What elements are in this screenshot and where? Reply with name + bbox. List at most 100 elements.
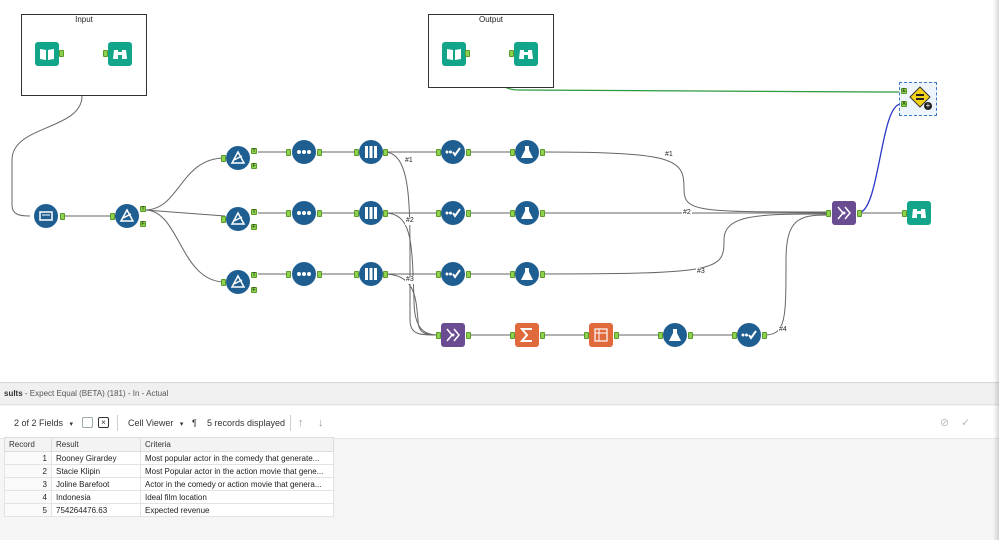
- false-anchor[interactable]: F: [251, 163, 257, 169]
- formula-tool-row-3[interactable]: [515, 262, 539, 286]
- input-anchor[interactable]: [354, 210, 359, 217]
- true-anchor[interactable]: T: [251, 272, 257, 278]
- actual-anchor[interactable]: A: [901, 101, 907, 107]
- input-anchor[interactable]: [584, 332, 589, 339]
- add-icon[interactable]: +: [924, 101, 932, 110]
- fields-dropdown[interactable]: 2 of 2 Fields ▾: [14, 416, 73, 430]
- input-anchor[interactable]: [286, 210, 291, 217]
- input-anchor[interactable]: [221, 155, 226, 162]
- sample-tool-row-2[interactable]: [359, 201, 383, 225]
- result-cell[interactable]: Indonesia: [51, 490, 141, 504]
- input-anchor[interactable]: [658, 332, 663, 339]
- formula-tool-row-1[interactable]: [515, 140, 539, 164]
- true-anchor[interactable]: T: [251, 148, 257, 154]
- input-anchor[interactable]: [286, 271, 291, 278]
- table-row[interactable]: 4 Indonesia Ideal film location: [4, 490, 334, 504]
- output-anchor[interactable]: [383, 271, 388, 278]
- workflow-canvas[interactable]: Input Output T: [0, 0, 999, 382]
- test-tool-row-2[interactable]: [441, 201, 465, 225]
- output-anchor[interactable]: [466, 149, 471, 156]
- output-anchor[interactable]: [762, 332, 767, 339]
- input-anchor[interactable]: [103, 50, 108, 57]
- criteria-cell[interactable]: Ideal film location: [140, 490, 334, 504]
- output-anchor[interactable]: [540, 271, 545, 278]
- false-anchor[interactable]: F: [140, 221, 146, 227]
- result-cell[interactable]: Joline Barefoot: [51, 477, 141, 491]
- crosstab-tool[interactable]: [589, 323, 613, 347]
- output-anchor[interactable]: [614, 332, 619, 339]
- true-anchor[interactable]: T: [251, 209, 257, 215]
- output-anchor[interactable]: [540, 149, 545, 156]
- clear-icon[interactable]: ×: [98, 417, 109, 428]
- text-input-tool[interactable]: [35, 42, 59, 66]
- input-anchor[interactable]: [436, 210, 441, 217]
- browse-tool-output[interactable]: [514, 42, 538, 66]
- result-cell[interactable]: Rooney Girardey: [51, 451, 141, 465]
- output-anchor[interactable]: [383, 210, 388, 217]
- cancel-icon[interactable]: ⊘: [940, 417, 950, 429]
- sample-tool-row-1[interactable]: [359, 140, 383, 164]
- text-input-tool-output[interactable]: [442, 42, 466, 66]
- formula-tool-row-2[interactable]: [515, 201, 539, 225]
- table-row[interactable]: 5 754264476.63 Expected revenue: [4, 503, 334, 517]
- checkmark-icon[interactable]: ✓: [961, 417, 971, 429]
- input-anchor[interactable]: [436, 271, 441, 278]
- sort-tool-row-3[interactable]: [292, 262, 316, 286]
- sample-tool-row-3[interactable]: [359, 262, 383, 286]
- union-tool[interactable]: [832, 201, 856, 225]
- filter-tool-row-1[interactable]: [226, 146, 250, 170]
- cell-viewer-dropdown[interactable]: Cell Viewer ▾: [128, 416, 183, 430]
- filter-tool-row-3[interactable]: [226, 270, 250, 294]
- input-anchor[interactable]: [436, 149, 441, 156]
- formula-tool-bottom[interactable]: [663, 323, 687, 347]
- test-tool-row-1[interactable]: [441, 140, 465, 164]
- result-cell[interactable]: Stacie Klipin: [51, 464, 141, 478]
- input-anchor[interactable]: [510, 149, 515, 156]
- input-anchor[interactable]: [110, 213, 115, 220]
- output-anchor[interactable]: [688, 332, 693, 339]
- criteria-cell[interactable]: Most Popular actor in the action movie t…: [140, 464, 334, 478]
- true-anchor[interactable]: T: [140, 206, 146, 212]
- output-anchor[interactable]: [857, 210, 862, 217]
- output-anchor[interactable]: [383, 149, 388, 156]
- filter-tool-row-2[interactable]: [226, 207, 250, 231]
- expected-anchor[interactable]: E: [901, 88, 907, 94]
- output-anchor[interactable]: [466, 271, 471, 278]
- column-header-result[interactable]: Result: [51, 437, 141, 452]
- input-anchor[interactable]: [510, 210, 515, 217]
- input-anchor[interactable]: [510, 332, 515, 339]
- column-header-record[interactable]: Record: [4, 437, 52, 452]
- output-anchor[interactable]: [465, 50, 470, 57]
- criteria-cell[interactable]: Actor in the comedy or action movie that…: [140, 477, 334, 491]
- output-anchor[interactable]: [60, 213, 65, 220]
- summarize-tool[interactable]: [515, 323, 539, 347]
- sort-tool-row-2[interactable]: [292, 201, 316, 225]
- output-anchor[interactable]: [466, 210, 471, 217]
- input-anchor[interactable]: [354, 271, 359, 278]
- pilcrow-icon[interactable]: ¶: [192, 418, 197, 428]
- arrow-down-icon[interactable]: ↓: [318, 417, 324, 429]
- input-anchor[interactable]: [510, 271, 515, 278]
- input-anchor[interactable]: [354, 149, 359, 156]
- sort-tool-row-1[interactable]: [292, 140, 316, 164]
- output-anchor[interactable]: [466, 332, 471, 339]
- test-tool-row-3[interactable]: [441, 262, 465, 286]
- output-anchor[interactable]: [317, 210, 322, 217]
- arrow-up-icon[interactable]: ↑: [298, 417, 304, 429]
- input-anchor[interactable]: [732, 332, 737, 339]
- output-anchor[interactable]: [540, 210, 545, 217]
- test-tool-bottom[interactable]: [737, 323, 761, 347]
- output-anchor[interactable]: [59, 50, 64, 57]
- false-anchor[interactable]: F: [251, 224, 257, 230]
- input-anchor[interactable]: [436, 332, 441, 339]
- output-anchor[interactable]: [540, 332, 545, 339]
- table-row[interactable]: 1 Rooney Girardey Most popular actor in …: [4, 451, 334, 465]
- false-anchor[interactable]: F: [251, 287, 257, 293]
- input-anchor[interactable]: [221, 216, 226, 223]
- input-anchor[interactable]: [902, 210, 907, 217]
- edit-fields-icon[interactable]: [82, 417, 93, 428]
- column-header-criteria[interactable]: Criteria: [140, 437, 334, 452]
- browse-tool-final[interactable]: [907, 201, 931, 225]
- criteria-cell[interactable]: Most popular actor in the comedy that ge…: [140, 451, 334, 465]
- input-anchor[interactable]: [826, 210, 831, 217]
